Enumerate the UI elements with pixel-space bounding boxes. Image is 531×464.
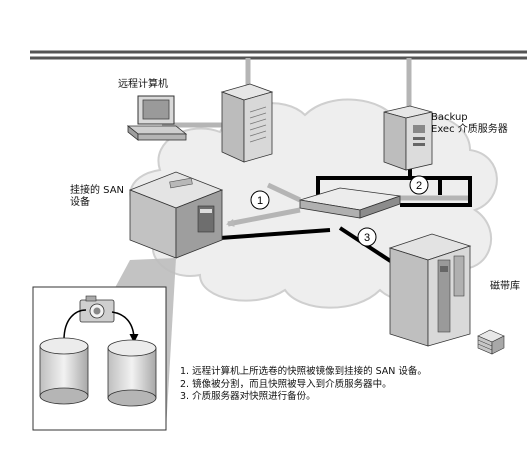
copy-arrow xyxy=(63,309,87,341)
tape-library-icon xyxy=(388,233,472,347)
tape-cartridges-icon xyxy=(477,329,505,355)
network-bus xyxy=(30,50,527,60)
step-note-2: 2. 镜像被分割，而且快照被导入到介质服务器中。 xyxy=(180,378,392,390)
step-note-1: 1. 远程计算机上所选卷的快照被镜像到挂接的 SAN 设备。 xyxy=(180,366,427,377)
remote-computer-icon xyxy=(126,95,188,141)
source-volume-icon xyxy=(39,337,89,405)
snapshot-detail-inset xyxy=(32,286,167,431)
remote-computer-label: 远程计算机 xyxy=(118,79,168,90)
media-server-icon xyxy=(383,105,433,171)
step-marker-3-label: 3 xyxy=(364,232,370,244)
network-server-icon xyxy=(220,83,274,163)
copy-arrow-head xyxy=(111,311,139,343)
step-note-3: 3. 介质服务器对快照进行备份。 xyxy=(180,391,316,402)
san-device-icon xyxy=(128,171,224,259)
san-device-label-line1: 挂接的 SAN xyxy=(70,185,125,196)
step-notes: 1. 远程计算机上所选卷的快照被镜像到挂接的 SAN 设备。 2. 镜像被分割，… xyxy=(180,366,427,404)
san-switch-icon xyxy=(299,187,401,219)
step-marker-1: 1 xyxy=(250,190,270,210)
step-marker-2-label: 2 xyxy=(416,180,422,192)
mirror-volume-icon xyxy=(107,339,157,407)
camera-icon xyxy=(79,295,115,323)
step-marker-3: 3 xyxy=(357,227,377,247)
backup-server-label-line1: Backup xyxy=(431,112,468,123)
step-marker-1-label: 1 xyxy=(257,195,263,207)
backup-server-label-line2: Exec 介质服务器 xyxy=(431,124,508,135)
step-marker-2: 2 xyxy=(409,175,429,195)
tape-library-label: 磁带库 xyxy=(490,281,520,292)
san-device-label-line2: 设备 xyxy=(70,197,90,208)
